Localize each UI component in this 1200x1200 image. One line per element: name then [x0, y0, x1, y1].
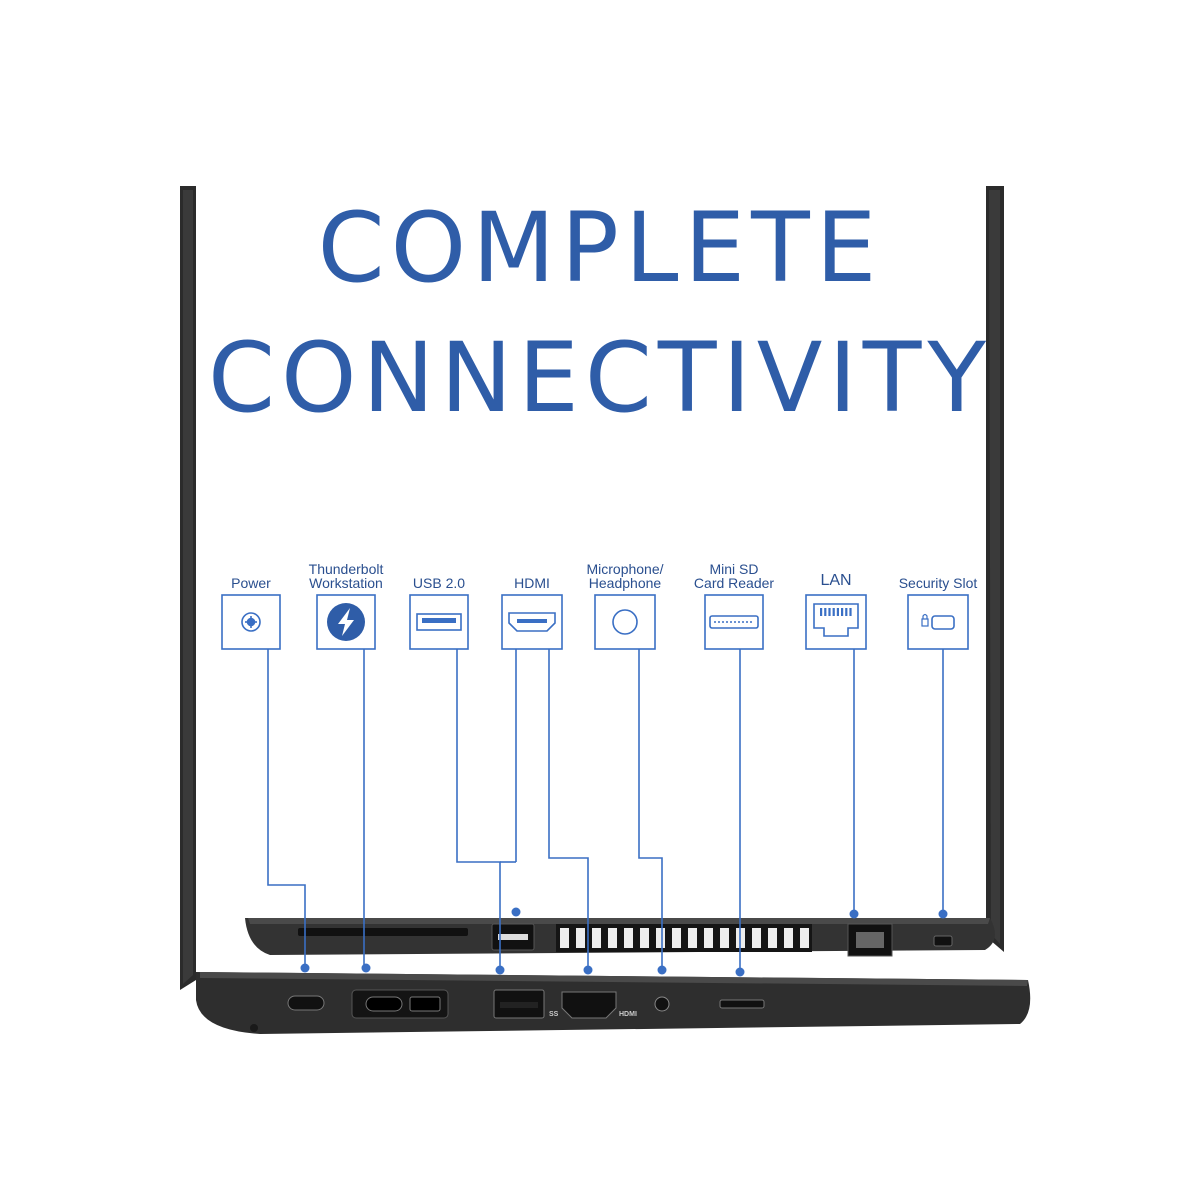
vent-slot	[768, 928, 777, 948]
port-label-line: Workstation	[309, 575, 383, 591]
port-marker-dot	[735, 967, 745, 977]
lock-slot-icon	[921, 613, 955, 630]
connector-line	[638, 649, 663, 968]
power-icon-box	[221, 594, 281, 650]
vent-slot	[608, 928, 617, 948]
security-icon-box	[907, 594, 969, 650]
usb-ss-marking: SS	[549, 1011, 559, 1018]
connector-line	[548, 649, 589, 968]
usb2-label: USB 2.0	[413, 576, 465, 590]
port-label-line: HDMI	[514, 575, 550, 591]
vent-grille	[556, 924, 812, 952]
port-marker-dot	[657, 965, 667, 975]
ethernet-icon	[813, 603, 859, 637]
port-label-line: Power	[231, 575, 271, 591]
vent-slot	[640, 928, 649, 948]
vent-slot	[784, 928, 793, 948]
hdmi-marking: HDMI	[619, 1011, 637, 1018]
security-slot	[933, 935, 953, 947]
hdmi-icon-box	[501, 594, 563, 650]
headline-line-1: COMPLETE	[317, 192, 883, 304]
port-label-line: LAN	[820, 572, 852, 589]
port-marker-dot	[511, 907, 521, 917]
vent-slot	[752, 928, 761, 948]
usb-icon	[416, 613, 462, 631]
vent-slot	[688, 928, 697, 948]
port-label-line: USB 2.0	[412, 575, 466, 591]
microsd-slot	[719, 999, 765, 1009]
vent-slot	[672, 928, 681, 948]
usb-c-power-port	[287, 995, 325, 1011]
thunderbolt-icon	[327, 603, 365, 641]
usb2-icon-box	[409, 594, 469, 650]
hdmi-port	[561, 991, 617, 1019]
port-marker-dot	[583, 965, 593, 975]
sd-card-icon	[709, 615, 759, 629]
dock-slot	[298, 928, 468, 936]
headphone-jack-icon	[612, 609, 638, 635]
headline-line-2: CONNECTIVITY	[207, 322, 993, 434]
power-label: Power	[231, 576, 271, 590]
hdmi-icon	[508, 612, 556, 632]
audio-label: Microphone/Headphone	[586, 562, 663, 590]
vent-slot	[704, 928, 713, 948]
port-label-line: Security Slot	[898, 575, 978, 591]
vent-slot	[576, 928, 585, 948]
thunderbolt-icon-box	[316, 594, 376, 650]
port-label-line: Thunderbolt	[308, 561, 384, 577]
port-label-line: Headphone	[588, 575, 662, 591]
lan-icon-box	[805, 594, 867, 650]
audio-jack	[654, 996, 670, 1012]
port-marker-dot	[300, 963, 310, 973]
connector-line	[456, 649, 501, 968]
port-marker-dot	[495, 965, 505, 975]
security-label: Security Slot	[899, 576, 978, 590]
port-marker-dot	[361, 963, 371, 973]
vent-slot	[624, 928, 633, 948]
audio-icon-box	[594, 594, 656, 650]
hdmi-label: HDMI	[514, 576, 550, 590]
port-label-line: Card Reader	[693, 575, 775, 591]
vent-slot	[656, 928, 665, 948]
power-icon	[241, 612, 261, 632]
vent-slot	[720, 928, 729, 948]
vent-slot	[592, 928, 601, 948]
port-marker-dot	[849, 909, 859, 919]
port-marker-dot	[938, 909, 948, 919]
vent-slot	[560, 928, 569, 948]
connector-line	[267, 649, 306, 968]
vent-slot	[800, 928, 809, 948]
port-label-line: Microphone/	[586, 561, 664, 577]
lan-label: LAN	[820, 572, 852, 589]
sd-icon-box	[704, 594, 764, 650]
port-label-line: Mini SD	[709, 561, 759, 577]
